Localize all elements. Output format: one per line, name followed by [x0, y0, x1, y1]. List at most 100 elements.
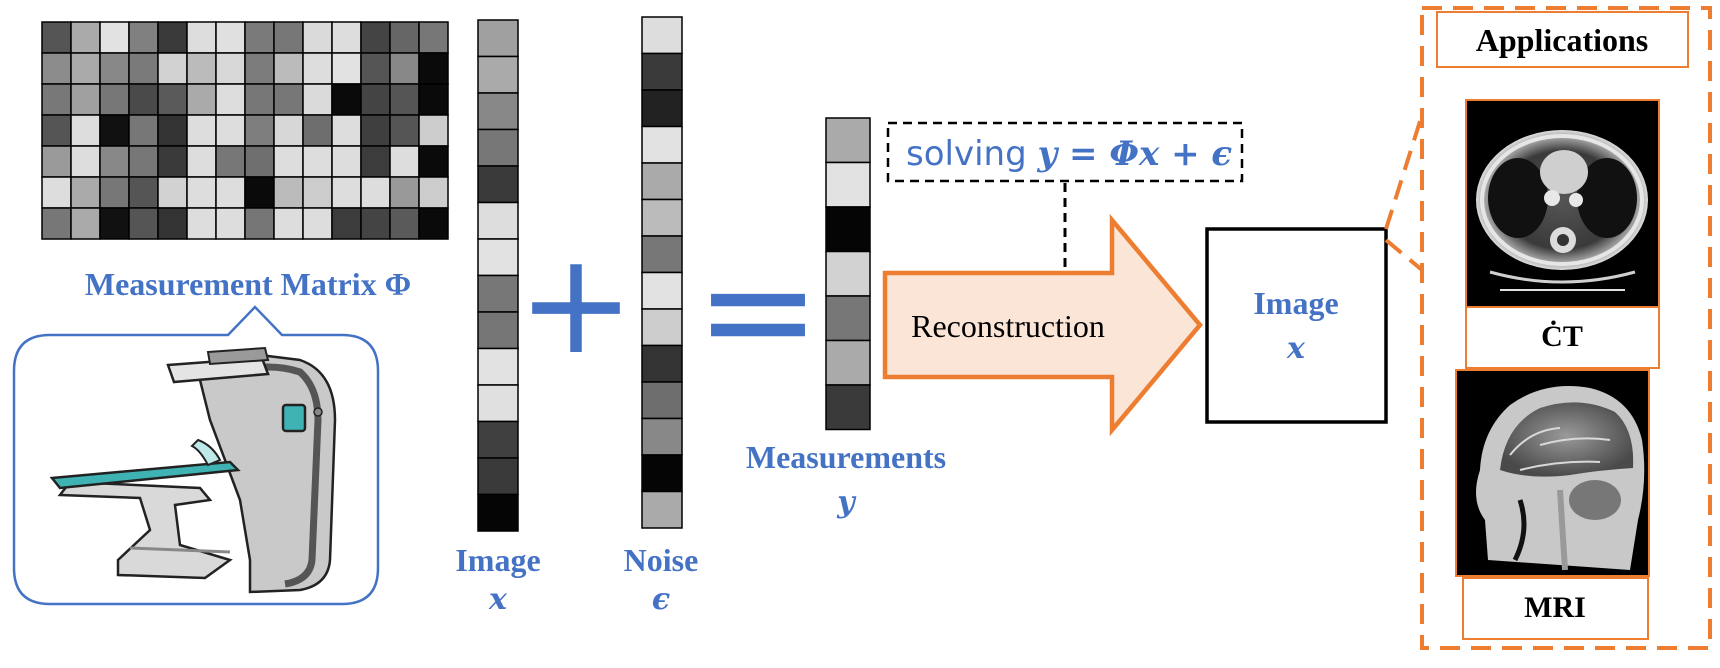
matrix-cell	[157, 21, 188, 54]
matrix-cell	[244, 114, 275, 147]
matrix-cell	[157, 83, 188, 116]
matrix-cell	[157, 114, 188, 147]
matrix-cell	[41, 114, 72, 147]
noise-vector-cell	[641, 454, 683, 493]
matrix-cell	[99, 145, 130, 178]
image-vector-cell	[477, 165, 519, 204]
matrix-cell	[215, 207, 246, 240]
image-vector	[477, 19, 519, 532]
medical-scanner-icon	[49, 346, 337, 594]
matrix-cell	[41, 83, 72, 116]
matrix-cell	[244, 207, 275, 240]
matrix-cell	[331, 21, 362, 54]
matrix-cell	[70, 21, 101, 54]
matrix-cell	[99, 207, 130, 240]
matrix-cell	[70, 176, 101, 209]
measurement-matrix	[41, 21, 449, 240]
ct-label-box	[1465, 306, 1660, 369]
matrix-cell	[418, 83, 449, 116]
matrix-cell	[244, 21, 275, 54]
matrix-cell	[41, 145, 72, 178]
noise-vector-cell	[641, 271, 683, 310]
matrix-cell	[331, 176, 362, 209]
matrix-cell	[215, 83, 246, 116]
measurement-vector-symbol: y	[836, 485, 857, 520]
image-vector-cell	[477, 384, 519, 423]
matrix-cell	[302, 21, 333, 54]
matrix-cell	[389, 145, 420, 178]
equals-sign: =	[695, 224, 821, 398]
matrix-cell	[99, 114, 130, 147]
noise-vector-cell	[641, 89, 683, 128]
noise-vector-cell	[641, 52, 683, 91]
noise-vector-cell	[641, 198, 683, 237]
matrix-cell	[331, 83, 362, 116]
image-vector-cell	[477, 19, 519, 58]
measurement-matrix-label: Measurement Matrix Φ	[85, 266, 411, 302]
matrix-cell	[244, 176, 275, 209]
image-vector-cell	[477, 128, 519, 167]
mri-head-scan-image	[1455, 369, 1650, 577]
matrix-cell	[418, 176, 449, 209]
matrix-cell	[389, 83, 420, 116]
measurement-vector-label: Measurements	[746, 439, 946, 475]
solving-equation: y = Φx + ϵ	[1036, 134, 1232, 174]
matrix-cell	[389, 176, 420, 209]
measurement-vector-cell	[825, 295, 871, 342]
noise-vector-cell	[641, 490, 683, 529]
matrix-cell	[186, 83, 217, 116]
image-vector-cell	[477, 347, 519, 386]
plus-sign: +	[517, 223, 634, 386]
matrix-cell	[418, 21, 449, 54]
measurement-vector-cell	[825, 384, 871, 431]
matrix-cell	[215, 21, 246, 54]
measurement-vector-cell	[825, 250, 871, 297]
applications-zoom-lines	[1384, 114, 1424, 272]
matrix-cell	[41, 207, 72, 240]
output-image-label: Image	[1253, 285, 1338, 321]
image-vector-symbol: x	[488, 582, 508, 617]
image-vector-cell	[477, 493, 519, 532]
matrix-cell	[41, 176, 72, 209]
matrix-cell	[331, 52, 362, 85]
matrix-cell	[360, 83, 391, 116]
matrix-cell	[186, 52, 217, 85]
applications-title-box	[1436, 11, 1689, 68]
matrix-cell	[128, 83, 159, 116]
matrix-cell	[128, 114, 159, 147]
matrix-cell	[360, 21, 391, 54]
matrix-cell	[99, 83, 130, 116]
matrix-cell	[215, 176, 246, 209]
matrix-cell	[70, 83, 101, 116]
matrix-cell	[215, 114, 246, 147]
matrix-cell	[331, 207, 362, 240]
matrix-cell	[41, 21, 72, 54]
mri-label-box	[1462, 577, 1649, 640]
matrix-cell	[157, 145, 188, 178]
noise-vector	[641, 16, 683, 529]
matrix-cell	[273, 114, 304, 147]
matrix-cell	[70, 207, 101, 240]
image-vector-cell	[477, 92, 519, 131]
matrix-cell	[128, 145, 159, 178]
matrix-cell	[389, 207, 420, 240]
measurement-vector	[825, 117, 871, 431]
matrix-cell	[389, 21, 420, 54]
reconstruction-label: Reconstruction	[911, 308, 1105, 344]
matrix-cell	[157, 52, 188, 85]
matrix-cell	[70, 114, 101, 147]
measurement-vector-cell	[825, 117, 871, 164]
matrix-cell	[360, 145, 391, 178]
matrix-cell	[41, 52, 72, 85]
image-vector-cell	[477, 457, 519, 496]
image-vector-cell	[477, 311, 519, 350]
matrix-cell	[302, 176, 333, 209]
noise-vector-cell	[641, 235, 683, 274]
matrix-cell	[186, 207, 217, 240]
noise-vector-cell	[641, 308, 683, 347]
matrix-cell	[186, 145, 217, 178]
matrix-cell	[70, 145, 101, 178]
matrix-cell	[273, 83, 304, 116]
image-vector-cell	[477, 201, 519, 240]
matrix-cell	[418, 52, 449, 85]
